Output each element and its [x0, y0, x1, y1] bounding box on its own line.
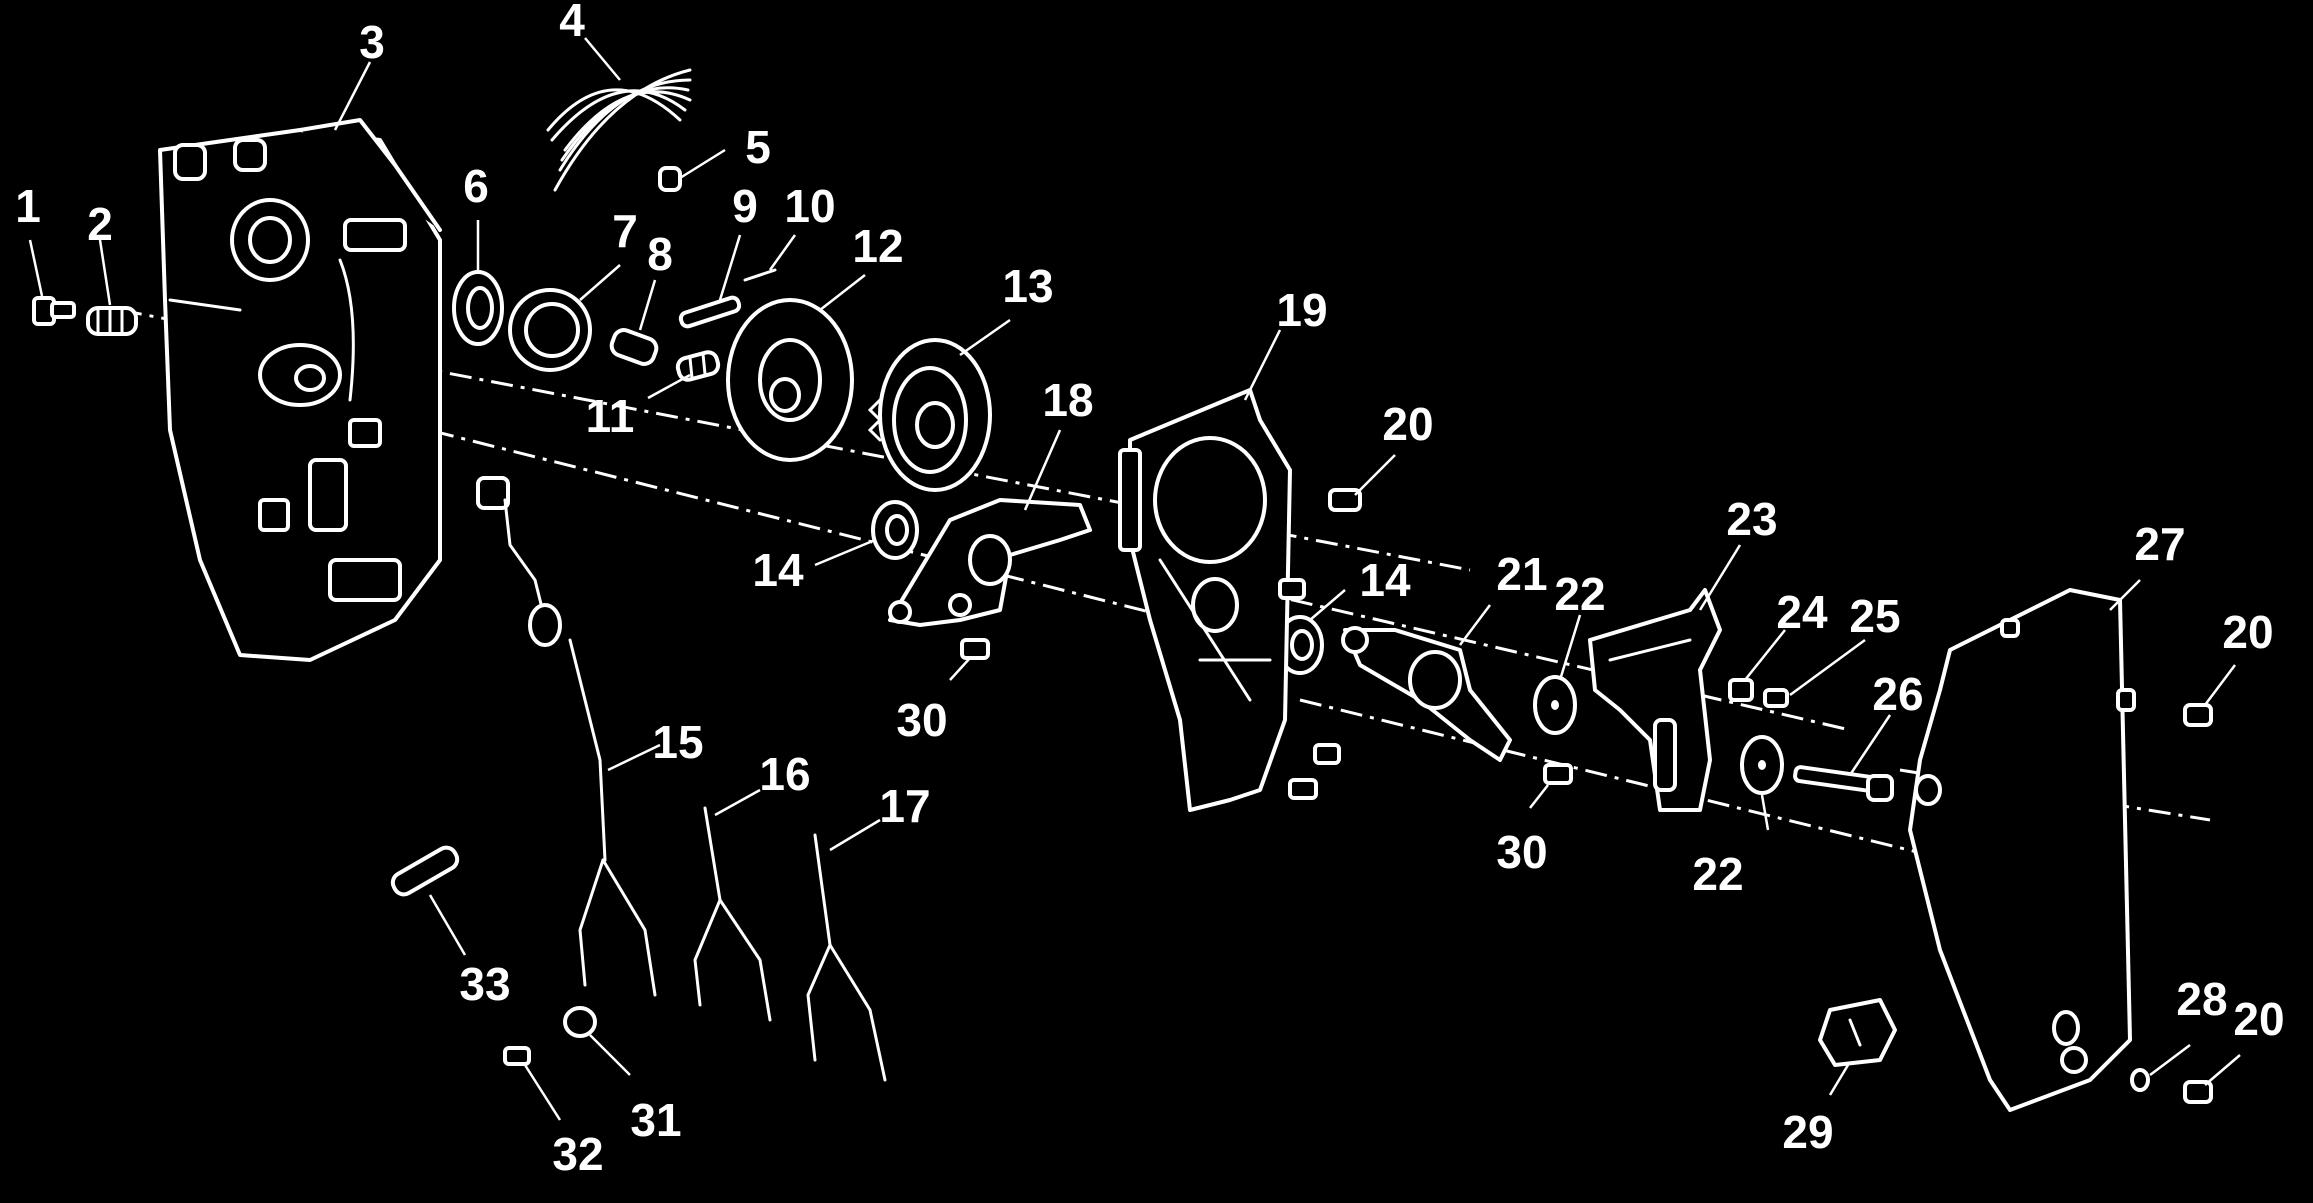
part-21-lever-arm: [1341, 626, 1512, 762]
part-20-screw-b: [1278, 578, 1306, 600]
callout-29: 29: [1782, 1106, 1833, 1158]
part-5-bushing: [658, 166, 682, 192]
part-22-washer-lower: [1740, 735, 1784, 795]
part-9-pin: [678, 295, 742, 329]
callout-19: 19: [1276, 284, 1327, 336]
part-16-rod: [693, 806, 772, 1022]
part-20-screw-c: [1288, 743, 1341, 800]
callout-30-left: 30: [896, 694, 947, 746]
callout-20-a: 20: [1382, 398, 1433, 450]
callout-10: 10: [784, 180, 835, 232]
callout-22-upper: 22: [1554, 568, 1605, 620]
part-20-screw-a: [1328, 488, 1362, 512]
callout-15: 15: [652, 716, 703, 768]
callout-13: 13: [1002, 260, 1053, 312]
callout-33: 33: [459, 958, 510, 1010]
callout-5: 5: [745, 121, 771, 173]
part-6-ring: [452, 270, 504, 346]
part-30-screw-lower: [1543, 763, 1573, 785]
callout-22-lower: 22: [1692, 848, 1743, 900]
callout-7: 7: [612, 205, 638, 257]
part-25-screw: [1763, 688, 1789, 708]
callout-11: 11: [586, 390, 635, 442]
part-20-screw-d: [2183, 703, 2213, 727]
callout-4: 4: [559, 0, 585, 46]
callout-31: 31: [630, 1094, 681, 1146]
part-33-tube: [390, 845, 460, 897]
callout-21: 21: [1496, 548, 1547, 600]
callout-14-left: 14: [752, 544, 804, 596]
part-24-nut: [1728, 678, 1754, 702]
callout-26: 26: [1872, 668, 1923, 720]
part-14-ring-left: [871, 500, 919, 560]
part-23-bracket: [1588, 588, 1722, 812]
part-20-screw-e: [2183, 1080, 2213, 1104]
callout-1: 1: [15, 180, 41, 232]
callout-9: 9: [732, 180, 758, 232]
part-29-clip: [1818, 998, 1897, 1067]
part-13-gear-hub: [867, 338, 992, 492]
part-30-screw-upper: [960, 638, 990, 660]
leader-lines: [28, 37, 2241, 1121]
callout-20-c: 20: [2233, 993, 2284, 1045]
part-28-washer: [2130, 1068, 2150, 1092]
callout-18: 18: [1042, 374, 1093, 426]
callout-27: 27: [2134, 518, 2185, 570]
part-26-pin: [1793, 765, 1894, 802]
part-14-ring-right: [1276, 615, 1324, 675]
callout-25: 25: [1849, 590, 1900, 642]
part-1-screw: [32, 296, 76, 326]
part-7-washer: [508, 288, 592, 372]
callout-28: 28: [2176, 973, 2227, 1025]
callout-3: 3: [359, 16, 385, 68]
part-4-wire-bundle: [546, 68, 692, 192]
part-3-housing: [158, 118, 442, 662]
callout-8: 8: [647, 228, 673, 280]
part-2-spring: [86, 306, 138, 336]
callout-14-right: 14: [1359, 554, 1411, 606]
part-19-frame-plate: [1118, 388, 1292, 812]
callout-17: 17: [879, 780, 930, 832]
callout-23: 23: [1726, 493, 1777, 545]
part-32-screw: [503, 1046, 531, 1066]
part-22-washer-upper: [1533, 675, 1577, 735]
callout-16: 16: [759, 748, 810, 800]
callout-20-b: 20: [2222, 606, 2273, 658]
part-10-spring: [743, 268, 777, 282]
part-18-lever-plate: [888, 498, 1092, 627]
callout-24: 24: [1776, 586, 1828, 638]
part-15-rod-with-handle: [476, 476, 657, 997]
callout-6: 6: [463, 160, 489, 212]
part-31-nut: [563, 1006, 597, 1038]
part-12-disc: [726, 298, 854, 462]
part-11-spring: [675, 350, 721, 382]
callout-32: 32: [552, 1128, 603, 1180]
part-8-detent: [609, 328, 659, 366]
callout-labels: 1 2 3 4 5 6 7 8 9 10 11 12 13 14 14 15 1…: [15, 0, 2284, 1180]
part-17-rod: [806, 833, 887, 1082]
part-27-cover-plate: [1908, 588, 2136, 1112]
callout-12: 12: [852, 220, 903, 272]
callout-2: 2: [87, 198, 113, 250]
callout-30-right: 30: [1496, 826, 1547, 878]
